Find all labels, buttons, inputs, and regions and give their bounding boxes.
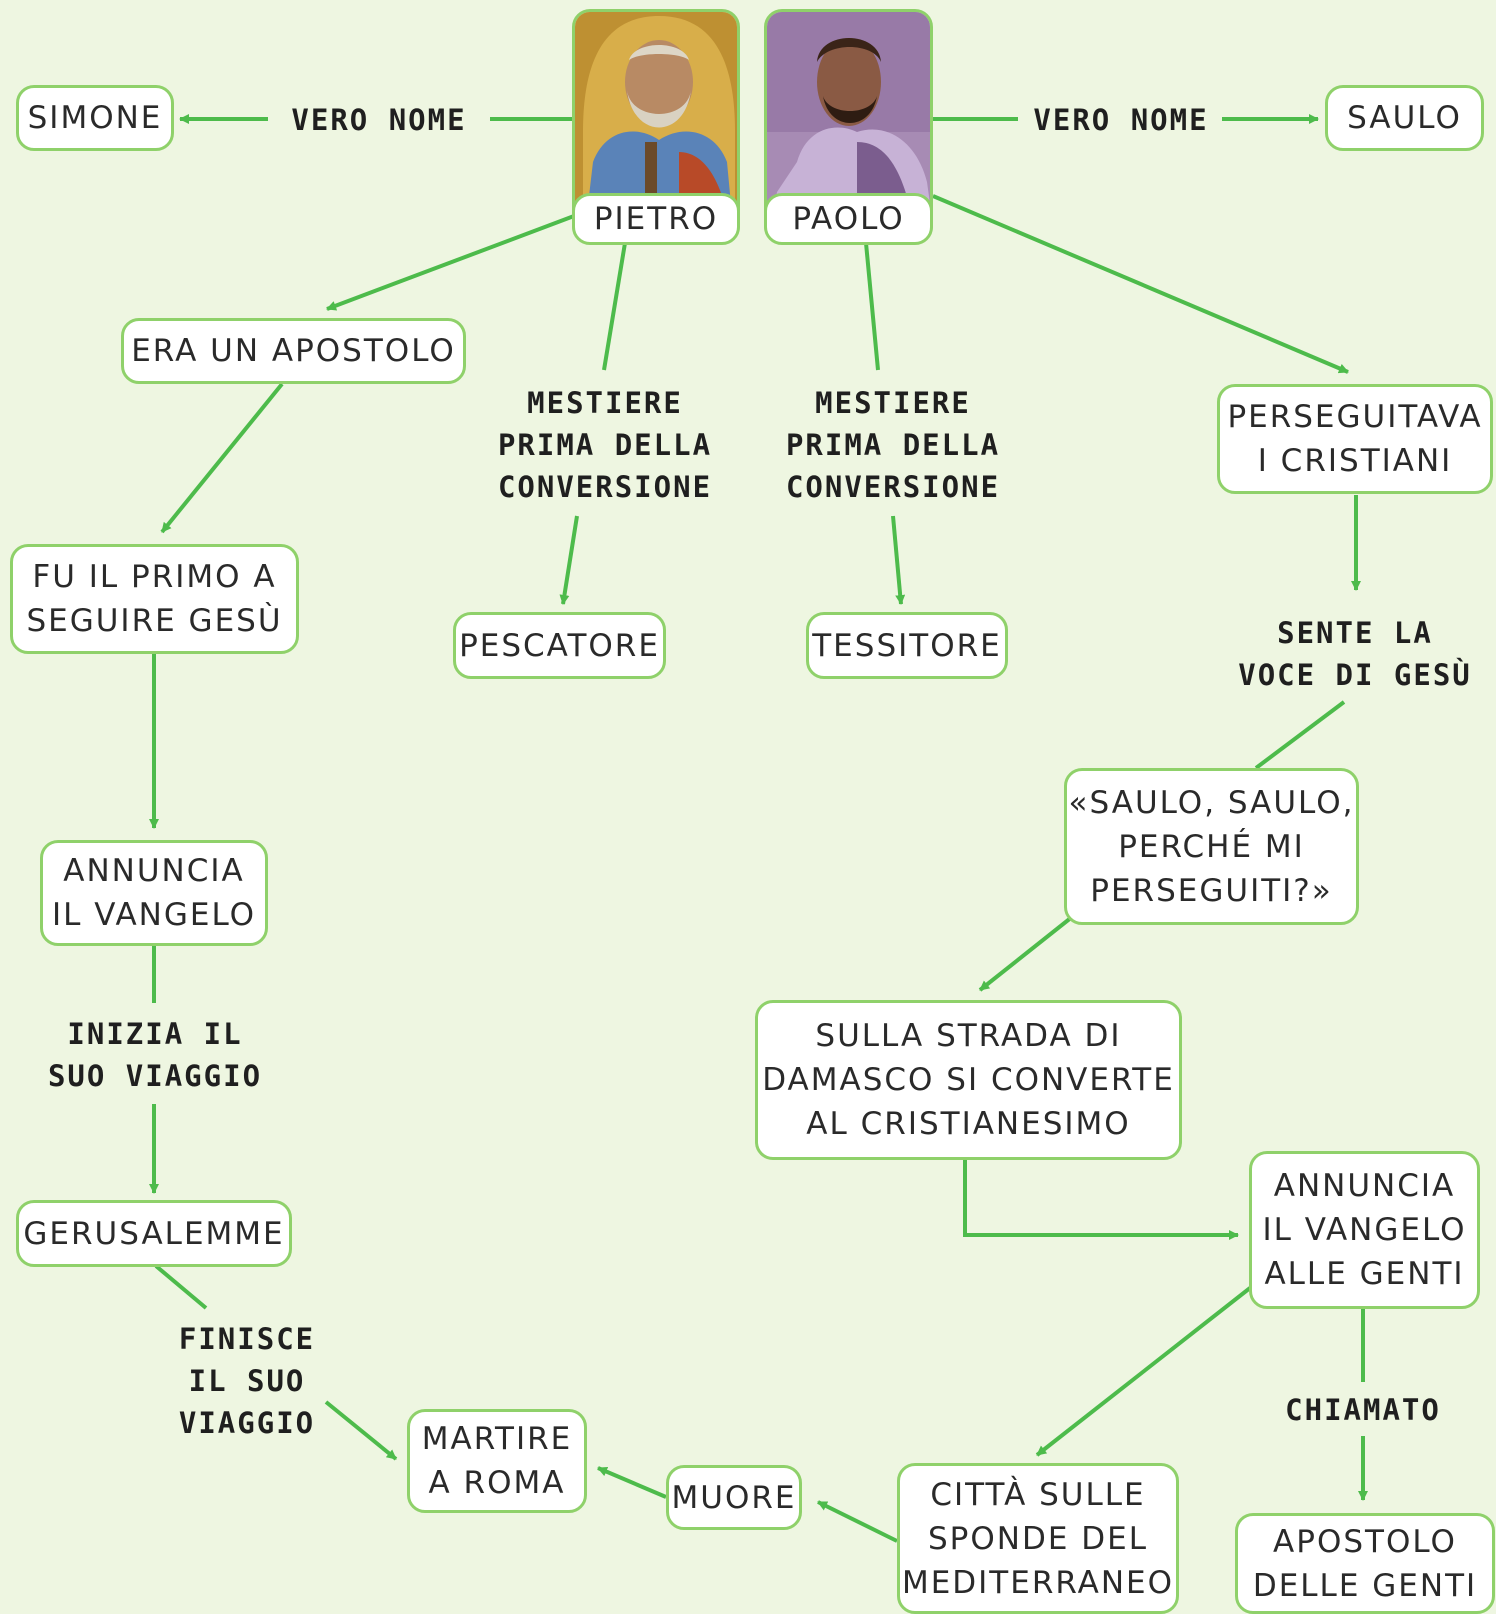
label-vero-nome-right: VERO NOME (1033, 103, 1209, 137)
node-simone: SIMONE (16, 85, 174, 151)
arrow-to-pescatore (559, 515, 579, 605)
arrow-to-perseguitava (932, 194, 1349, 374)
arrow-finisce-to-martire (324, 1400, 398, 1461)
node-saulo-voce: «SAULO, SAULO, PERCHÉ MI PERSEGUITI?» (1064, 768, 1359, 925)
arrow-to-primo-seguire (160, 382, 284, 534)
arrow-to-annuncia-genti (963, 1159, 1239, 1240)
paolo-name-label: PAOLO (764, 193, 933, 245)
label-chiamato: CHIAMATO (1285, 1393, 1441, 1427)
node-gerusalemme: GERUSALEMME (16, 1200, 292, 1267)
label-mestiere-pietro: MESTIERE PRIMA DELLA CONVERSIONE (497, 386, 713, 504)
label-inizia-viaggio: INIZIA IL SUO VIAGGIO (47, 1017, 263, 1093)
label-sente-voce: SENTE LA VOCE DI GESÙ (1238, 616, 1472, 692)
label-vero-nome-left: VERO NOME (291, 103, 467, 137)
node-annuncia-genti: ANNUNCIA IL VANGELO ALLE GENTI (1249, 1151, 1480, 1309)
edge-gerusalemme-finisce (154, 1264, 208, 1310)
edge-paolo-mestiere (864, 242, 880, 371)
node-annuncia-vangelo: ANNUNCIA IL VANGELO (40, 840, 268, 946)
edge-voce-to-quote (1254, 700, 1346, 770)
node-damasco: SULLA STRADA DI DAMASCO SI CONVERTE AL C… (755, 1000, 1182, 1160)
node-perseguitava: PERSEGUITAVA I CRISTIANI (1217, 384, 1493, 494)
arrow-to-damasco (978, 915, 1074, 992)
node-citta: CITTÀ SULLE SPONDE DEL MEDITERRANEO (897, 1463, 1179, 1614)
label-finisce-viaggio: FINISCE IL SUO VIAGGIO (178, 1322, 316, 1440)
pietro-name-label: PIETRO (572, 193, 740, 245)
node-saulo: SAULO (1325, 85, 1484, 151)
node-apostolo-genti: APOSTOLO DELLE GENTI (1235, 1513, 1495, 1614)
arrow-to-martire (597, 1466, 667, 1499)
arrow-to-era-apostolo (326, 214, 575, 311)
label-mestiere-paolo: MESTIERE PRIMA DELLA CONVERSIONE (785, 386, 1001, 504)
node-tessitore: TESSITORE (806, 612, 1008, 679)
arrow-to-citta (1035, 1286, 1252, 1457)
arrow-to-tessitore (891, 515, 906, 605)
node-pescatore: PESCATORE (453, 612, 666, 679)
node-muore: MUORE (666, 1465, 802, 1530)
node-martire-roma: MARTIRE A ROMA (407, 1409, 587, 1513)
node-primo-seguire: FU IL PRIMO A SEGUIRE GESÙ (10, 544, 299, 654)
arrow-to-muore (817, 1500, 898, 1543)
edge-pietro-mestiere (602, 242, 627, 371)
node-era-apostolo: ERA UN APOSTOLO (121, 318, 466, 384)
